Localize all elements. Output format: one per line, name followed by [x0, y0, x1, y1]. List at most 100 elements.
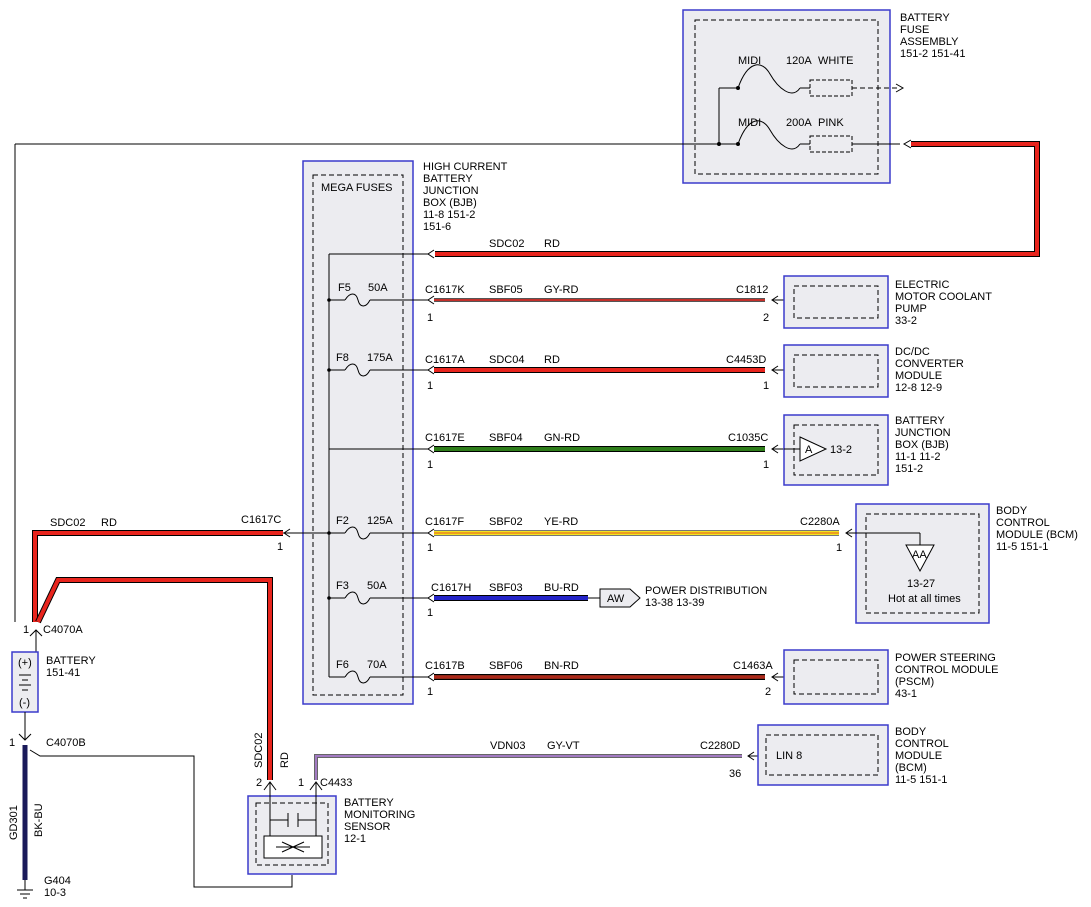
svg-text:DC/DC: DC/DC: [895, 346, 930, 358]
bjb-refs-2: 151-6: [423, 221, 451, 233]
svg-text:SDC02: SDC02: [253, 733, 265, 768]
svg-text:BODY: BODY: [996, 505, 1028, 517]
svg-text:13-2: 13-2: [830, 444, 852, 456]
fuse-top-color: WHITE: [818, 55, 853, 67]
svg-text:SDC02: SDC02: [50, 517, 85, 529]
svg-text:1: 1: [9, 737, 15, 749]
svg-text:C1035C: C1035C: [728, 432, 768, 444]
wire-sdc04: C1617A SDC04 RD C4453D 1 1: [425, 354, 784, 392]
svg-text:GD301: GD301: [8, 805, 20, 840]
svg-text:1: 1: [427, 542, 433, 554]
svg-text:1: 1: [427, 686, 433, 698]
svg-text:11-5 151-1: 11-5 151-1: [895, 774, 947, 786]
svg-text:C2280A: C2280A: [800, 516, 840, 528]
svg-text:1: 1: [836, 542, 842, 554]
svg-text:BATTERY: BATTERY: [344, 797, 394, 809]
svg-text:LIN 8: LIN 8: [776, 750, 802, 762]
battery-junction-box[interactable]: A 13-2 BATTERY JUNCTION BOX (BJB) 11-1 1…: [783, 414, 951, 486]
body-control-module[interactable]: AA 13-27 Hot at all times BODY CONTROL M…: [846, 503, 1078, 624]
svg-text:2: 2: [763, 312, 769, 324]
power-steering-control-module[interactable]: POWER STEERING CONTROL MODULE (PSCM) 43-…: [783, 649, 999, 705]
wire-sbf05: C1617K SBF05 GY-RD C1812 1 2: [425, 284, 784, 324]
svg-text:AA: AA: [912, 549, 927, 561]
bjb-title-2: BATTERY: [423, 173, 473, 185]
wire-sbf06: C1617B SBF06 BN-RD C1463A 1 2: [425, 660, 784, 698]
svg-text:C4433: C4433: [320, 777, 352, 789]
svg-text:RD: RD: [101, 517, 117, 529]
svg-text:C1617E: C1617E: [425, 432, 465, 444]
svg-text:BATTERY: BATTERY: [895, 415, 945, 427]
battery-fuse-assembly[interactable]: MIDI 120A WHITE MIDI 200A PINK BATTERY F…: [682, 9, 965, 184]
hc-bjb-output-arrows: [427, 249, 435, 682]
svg-text:(BCM): (BCM): [895, 762, 927, 774]
svg-text:G404: G404: [44, 875, 71, 887]
wire-sbf03: C1617H SBF03 BU-RD 1: [427, 582, 600, 619]
svg-text:1: 1: [427, 607, 433, 619]
svg-text:CONTROL MODULE: CONTROL MODULE: [895, 664, 999, 676]
svg-text:MODULE: MODULE: [895, 370, 942, 382]
svg-text:43-1: 43-1: [895, 688, 917, 700]
fuse-top-rating: 120A: [786, 55, 812, 67]
svg-text:C2280D: C2280D: [700, 740, 740, 752]
svg-text:(+): (+): [18, 657, 32, 669]
svg-text:YE-RD: YE-RD: [544, 516, 578, 528]
svg-text:POWER DISTRIBUTION: POWER DISTRIBUTION: [645, 585, 767, 597]
svg-text:F6: F6: [336, 659, 349, 671]
svg-text:2: 2: [765, 686, 771, 698]
sdc02-top-color: RD: [544, 238, 560, 250]
fuse-f8: F8 175A: [327, 352, 428, 377]
bjb-refs-1: 11-8 151-2: [423, 209, 475, 221]
bjb-title-4: BOX (BJB): [423, 197, 477, 209]
bfa-title-3: ASSEMBLY: [900, 36, 959, 48]
svg-text:MODULE: MODULE: [895, 750, 942, 762]
svg-text:F8: F8: [336, 352, 349, 364]
fuse-top-type: MIDI: [738, 55, 761, 67]
svg-text:11-1 11-2: 11-1 11-2: [895, 451, 940, 463]
svg-text:C4070B: C4070B: [46, 737, 86, 749]
body-control-module-lin[interactable]: LIN 8 BODY CONTROL MODULE (BCM) 11-5 151…: [757, 724, 949, 786]
battery[interactable]: (+) (-) BATTERY 151-41 C4070A 1 C4070B 1: [9, 624, 96, 749]
svg-text:CONVERTER: CONVERTER: [895, 358, 964, 370]
svg-text:1: 1: [298, 777, 304, 789]
svg-text:SDC04: SDC04: [489, 354, 524, 366]
svg-text:33-2: 33-2: [895, 315, 917, 327]
svg-text:POWER STEERING: POWER STEERING: [895, 652, 996, 664]
svg-text:VDN03: VDN03: [490, 740, 525, 752]
svg-text:F5: F5: [338, 282, 351, 294]
svg-text:2: 2: [256, 777, 262, 789]
svg-text:BATTERY: BATTERY: [46, 655, 96, 667]
high-current-bjb[interactable]: MEGA FUSES F5 50A F8 175A F2 1: [302, 160, 508, 705]
svg-text:C1617H: C1617H: [431, 582, 471, 594]
svg-text:BODY: BODY: [895, 726, 927, 738]
svg-text:SBF02: SBF02: [489, 516, 523, 528]
wire-bms-feed: SDC02 RD: [35, 577, 291, 780]
svg-text:C1617A: C1617A: [425, 354, 465, 366]
power-distribution-ref[interactable]: AW POWER DISTRIBUTION 13-38 13-39: [599, 585, 767, 609]
wire-sbf04: C1617E SBF04 GN-RD C1035C 1 1: [425, 432, 784, 471]
bfa-refs: 151-2 151-41: [900, 48, 965, 60]
wire-gd301: GD301 BK-BU G404 10-3: [8, 745, 293, 899]
mega-fuses-label: MEGA FUSES: [321, 182, 393, 194]
svg-text:C1617C: C1617C: [241, 514, 281, 526]
svg-text:SBF04: SBF04: [489, 432, 523, 444]
svg-text:1: 1: [277, 541, 283, 553]
svg-text:BU-RD: BU-RD: [544, 582, 579, 594]
svg-text:1: 1: [763, 380, 769, 392]
battery-monitoring-sensor[interactable]: 2 1 C4433 BATTERY MONITORING SENSOR 12-1: [247, 777, 415, 875]
svg-text:12-8 12-9: 12-8 12-9: [895, 382, 942, 394]
svg-text:RD: RD: [279, 752, 291, 768]
dcdc-converter-module[interactable]: DC/DC CONVERTER MODULE 12-8 12-9: [783, 344, 964, 398]
bfa-title-2: FUSE: [900, 24, 929, 36]
electric-motor-coolant-pump[interactable]: ELECTRIC MOTOR COOLANT PUMP 33-2: [783, 275, 992, 329]
svg-text:SBF03: SBF03: [489, 582, 523, 594]
svg-text:BK-BU: BK-BU: [33, 803, 45, 837]
sdc02-wire: [435, 142, 1039, 256]
bjb-title-1: HIGH CURRENT: [423, 161, 508, 173]
fuse-bottom-rating: 200A: [786, 117, 812, 129]
svg-text:50A: 50A: [368, 282, 388, 294]
svg-text:F2: F2: [336, 515, 349, 527]
fuse-f3: F3 50A: [327, 580, 428, 605]
svg-text:(-): (-): [19, 697, 30, 709]
